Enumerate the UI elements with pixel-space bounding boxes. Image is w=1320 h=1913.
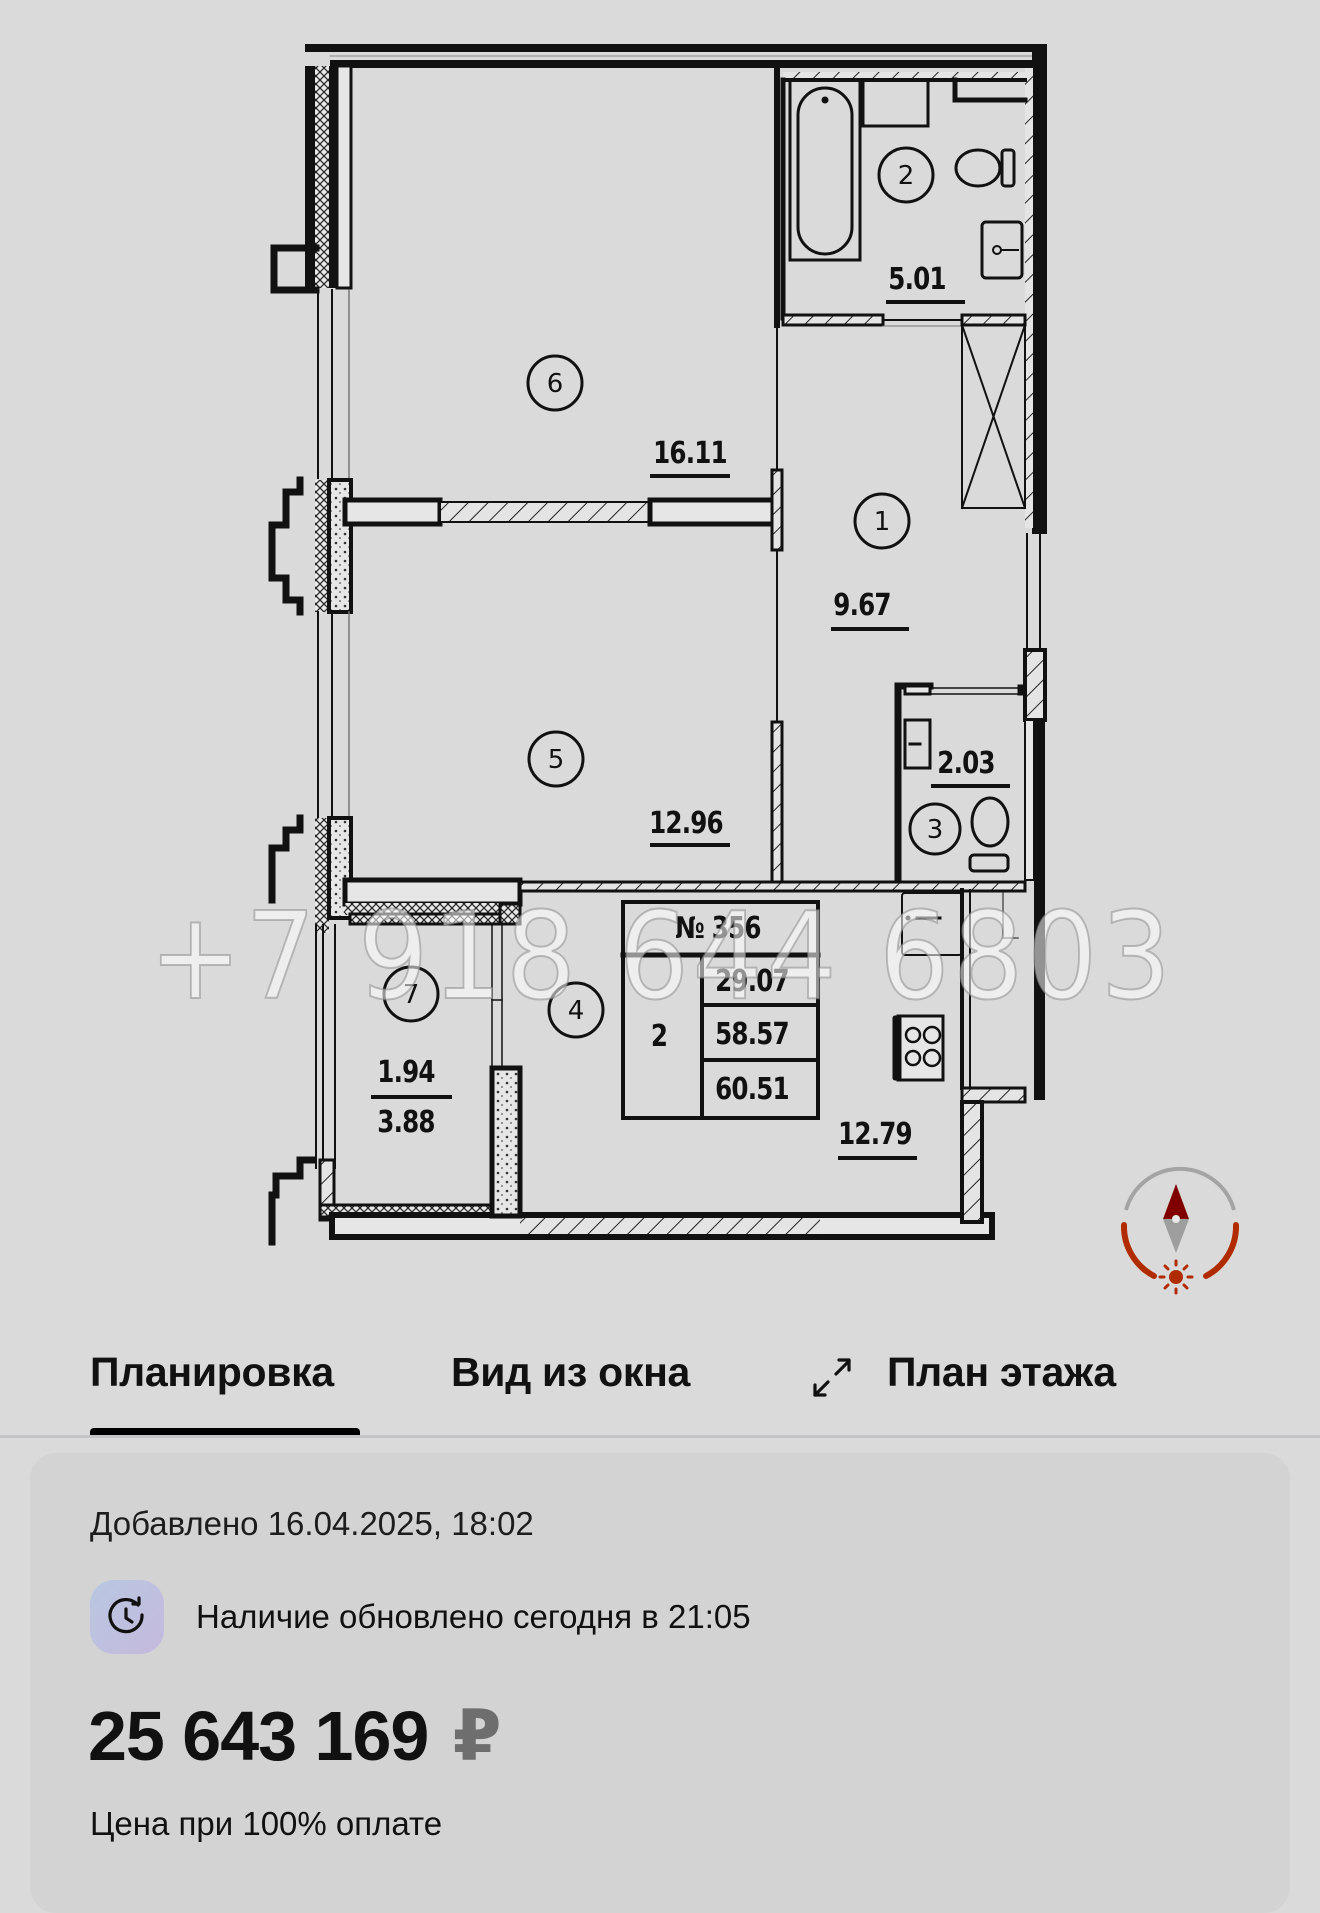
compass-icon [1120, 1166, 1240, 1295]
room-area-7: 1.94 [377, 1055, 435, 1090]
tab-floor-plan[interactable]: План этажа [887, 1349, 1116, 1395]
room-area-4: 12.79 [838, 1117, 913, 1152]
tabs-divider [0, 1435, 1320, 1438]
room-area-3: 2.03 [937, 746, 995, 781]
room-number-7: 7 [402, 980, 420, 1010]
room-number-6: 6 [546, 369, 564, 399]
room-number-5: 5 [547, 745, 565, 775]
area-total-with-balcony: 60.51 [715, 1072, 790, 1107]
area-total: 58.57 [715, 1017, 790, 1052]
clock-refresh-icon [90, 1580, 164, 1654]
price-note: Цена при 100% оплате [90, 1805, 443, 1842]
tab-window-view[interactable]: Вид из окна [451, 1349, 691, 1395]
room-area-2: 5.01 [888, 262, 946, 297]
view-tabs: Планировка Вид из окна План этажа [0, 1330, 1320, 1438]
floor-plan[interactable]: 6 2 1 5 3 4 7 16.11 5.01 9.67 2.03 12.96… [0, 0, 1320, 1300]
rooms-count: 2 [650, 1019, 668, 1054]
room-number-4: 4 [567, 996, 585, 1026]
area-living: 29.07 [715, 964, 790, 999]
room-number-1: 1 [873, 507, 891, 537]
sun-icon [1158, 1259, 1194, 1295]
room-number-3: 3 [926, 815, 944, 845]
availability-text: Наличие обновлено сегодня в 21:05 [196, 1598, 751, 1635]
expand-arrows-icon[interactable] [810, 1356, 854, 1400]
floor-plan-drawing [268, 44, 1240, 1295]
room-area-6: 16.11 [653, 436, 728, 471]
room-number-2: 2 [897, 161, 915, 191]
added-date: Добавлено 16.04.2025, 18:02 [90, 1505, 534, 1542]
tab-layout[interactable]: Планировка [90, 1349, 334, 1395]
room-area-1: 9.67 [833, 588, 891, 623]
price: 25 643 169 ₽ [88, 1695, 502, 1777]
price-value: 25 643 169 [88, 1697, 429, 1775]
listing-info-card: Добавлено 16.04.2025, 18:02 Наличие обно… [30, 1453, 1290, 1913]
availability-status: Наличие обновлено сегодня в 21:05 [90, 1580, 751, 1654]
currency-symbol: ₽ [452, 1697, 502, 1775]
apartment-number: № 356 [675, 911, 761, 946]
phone-watermark: +7 918 644 6803 [148, 888, 1175, 1027]
room-area-5: 12.96 [649, 806, 724, 841]
room-area-7-secondary: 3.88 [377, 1105, 435, 1140]
active-tab-indicator [90, 1428, 360, 1435]
